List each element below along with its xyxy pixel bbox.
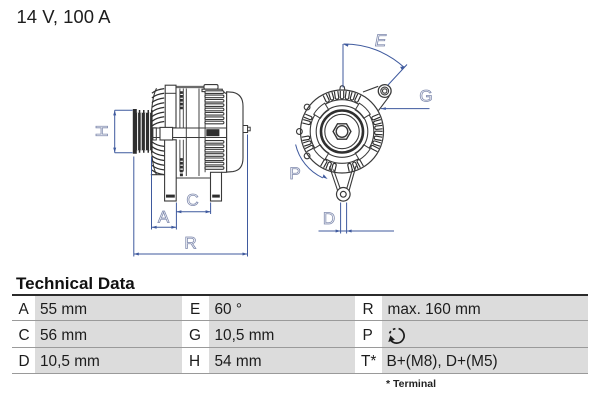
svg-text:P: P	[289, 164, 300, 183]
svg-text:G: G	[419, 87, 432, 106]
svg-text:R: R	[184, 234, 196, 253]
svg-text:C: C	[186, 191, 198, 210]
svg-text:H: H	[93, 125, 112, 137]
svg-text:D: D	[323, 209, 335, 228]
svg-text:A: A	[158, 208, 170, 227]
svg-text:E: E	[375, 31, 387, 50]
